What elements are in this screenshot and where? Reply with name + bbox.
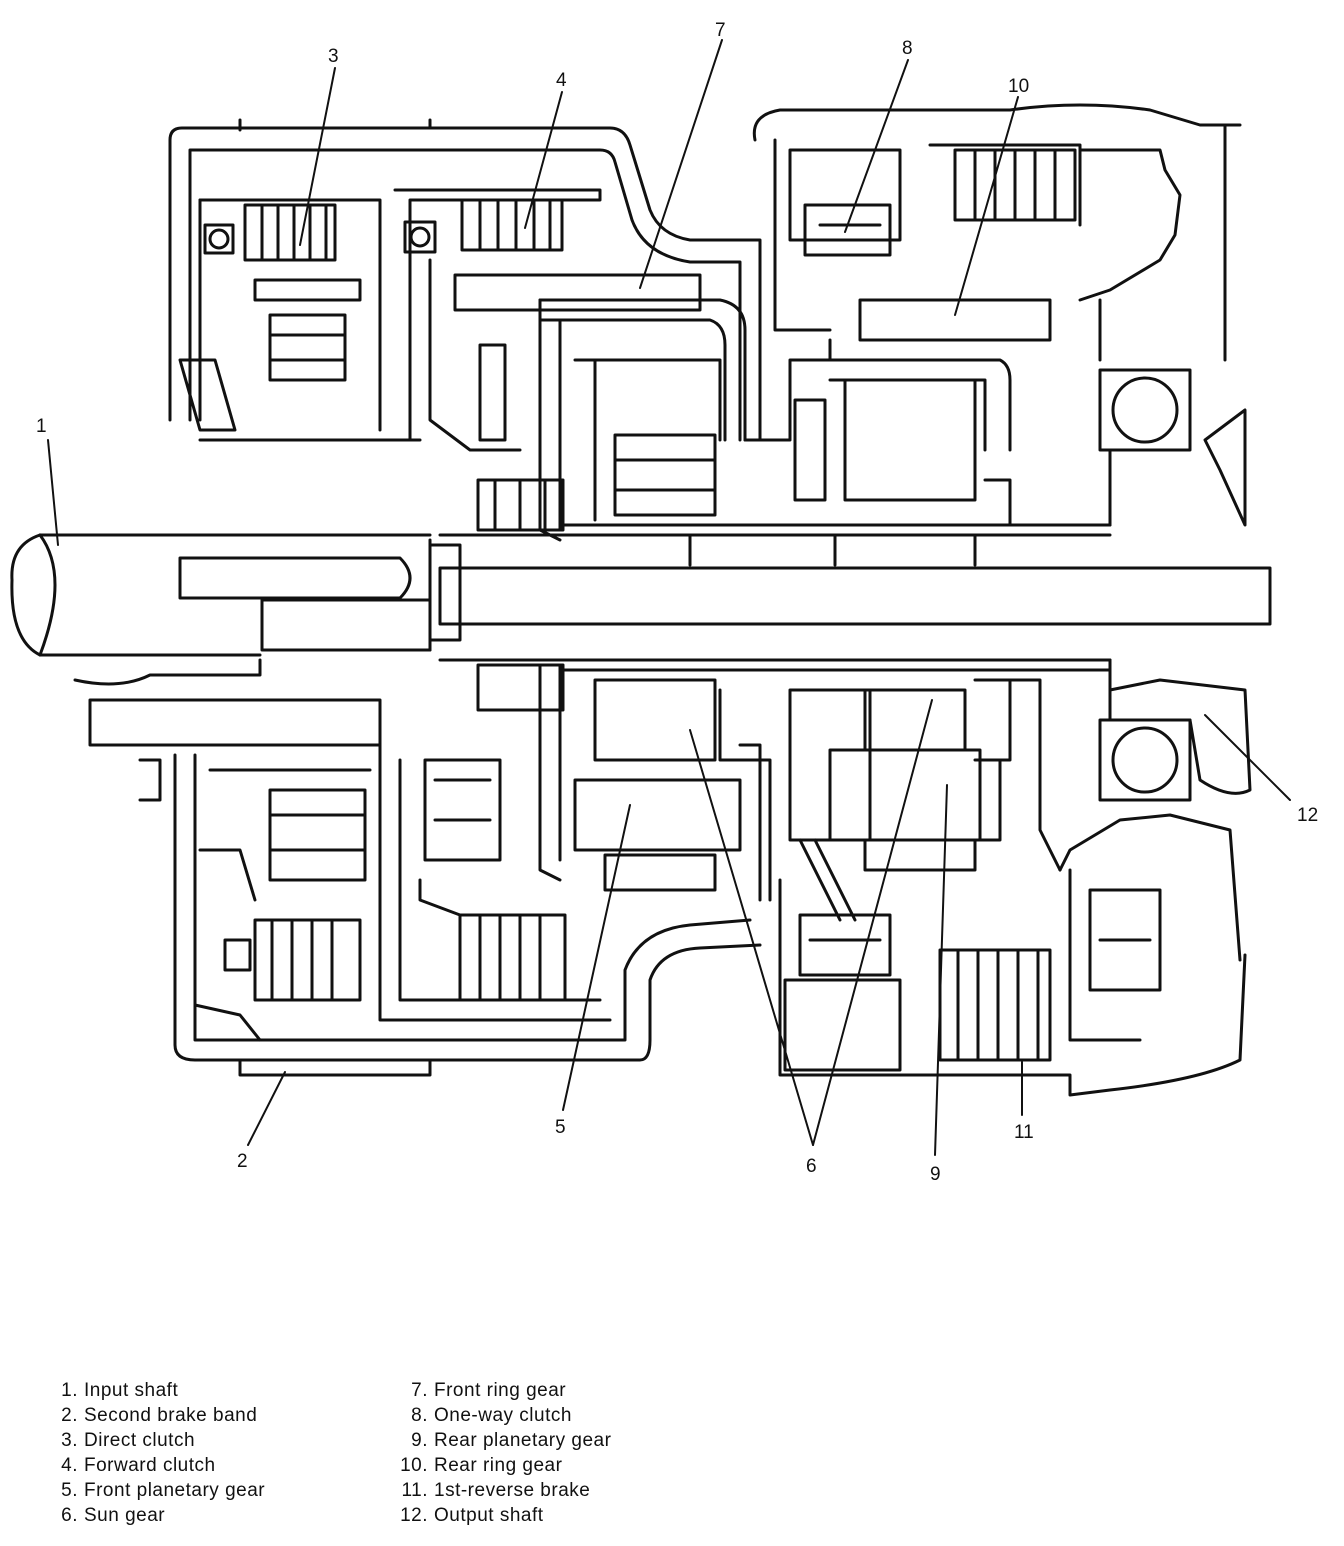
legend-item: 10. Rear ring gear [390, 1453, 611, 1478]
input-shaft [10, 533, 432, 657]
legend-label: Rear planetary gear [434, 1430, 612, 1451]
callout-1: 1 [36, 416, 47, 437]
callout-9: 9 [930, 1164, 941, 1185]
legend-item: 8. One-way clutch [390, 1403, 611, 1428]
legend-number: 11. [401, 1480, 428, 1501]
legend-number: 1. [61, 1380, 78, 1401]
legend-number: 3. [61, 1430, 78, 1451]
callout-10: 10 [1008, 76, 1029, 97]
rear-housing-lower [778, 678, 1247, 1097]
callout-3: 3 [328, 46, 339, 67]
transmission-cross-section: 1 2 3 4 5 6 7 8 9 10 11 12 [10, 20, 1318, 1185]
callout-11: 11 [1014, 1122, 1034, 1143]
callout-5: 5 [555, 1117, 566, 1138]
legend-number: 5. [61, 1480, 78, 1501]
legend-item: 11. 1st-reverse brake [390, 1478, 611, 1503]
legend-number: 2. [61, 1405, 78, 1426]
legend-column-right: 7. Front ring gear 8. One-way clutch 9. Rea… [390, 1378, 611, 1528]
forward-clutch-upper [403, 198, 702, 452]
direct-clutch-upper [178, 203, 422, 442]
forward-clutch-lower [418, 663, 567, 1002]
legend-label: Forward clutch [84, 1455, 216, 1476]
rear-housing-upper [752, 103, 1242, 527]
legend-item: 1. Input shaft [40, 1378, 265, 1403]
legend-label: Input shaft [84, 1380, 179, 1401]
legend-number: 8. [411, 1405, 428, 1426]
legend-item: 7. Front ring gear [390, 1378, 611, 1403]
legend-number: 4. [61, 1455, 78, 1476]
front-drum-upper [168, 118, 762, 442]
legend-item: 12. Output shaft [390, 1503, 611, 1528]
legend-number: 12. [400, 1505, 428, 1526]
main-shaft [428, 538, 1272, 652]
bearing-lower [1098, 658, 1252, 802]
callout-6: 6 [806, 1156, 817, 1177]
callout-8: 8 [902, 38, 913, 59]
legend-label: Sun gear [84, 1505, 166, 1526]
legend-item: 2. Second brake band [40, 1403, 265, 1428]
front-planetary-upper [476, 298, 747, 542]
legend-label: Output shaft [434, 1505, 544, 1526]
callout-2: 2 [237, 1151, 248, 1172]
legend-column-left: 1. Input shaft 2. Second brake band 3. Dire… [40, 1378, 265, 1528]
direct-clutch-lower [198, 788, 367, 1002]
legend-number: 9. [411, 1430, 428, 1451]
bearing-upper [1098, 368, 1247, 527]
legend-item: 4. Forward clutch [40, 1453, 265, 1478]
legend-item: 3. Direct clutch [40, 1428, 265, 1453]
callout-12: 12 [1297, 805, 1318, 826]
upper-hub [438, 338, 1112, 567]
front-planetary-lower [438, 658, 1112, 902]
legend-label: One-way clutch [434, 1405, 572, 1426]
legend-item: 5. Front planetary gear [40, 1478, 265, 1503]
legend-label: Front planetary gear [84, 1480, 266, 1501]
callout-labels: 1 2 3 4 5 6 7 8 9 10 11 12 [36, 20, 1318, 1185]
legend-label: Second brake band [84, 1405, 258, 1426]
legend-item: 9. Rear planetary gear [390, 1428, 611, 1453]
legend-label: 1st-reverse brake [434, 1480, 591, 1501]
callout-7: 7 [715, 20, 726, 41]
legend-label: Direct clutch [84, 1430, 196, 1451]
leader-lines [47, 39, 1291, 1156]
legend-number: 7. [411, 1380, 428, 1401]
front-drum-lower [73, 658, 762, 1077]
legend-label: Front ring gear [434, 1380, 567, 1401]
legend-item: 6. Sun gear [40, 1503, 265, 1528]
legend-number: 6. [61, 1505, 78, 1526]
legend-label: Rear ring gear [434, 1455, 563, 1476]
legend-number: 10. [400, 1455, 428, 1476]
callout-4: 4 [556, 70, 567, 91]
